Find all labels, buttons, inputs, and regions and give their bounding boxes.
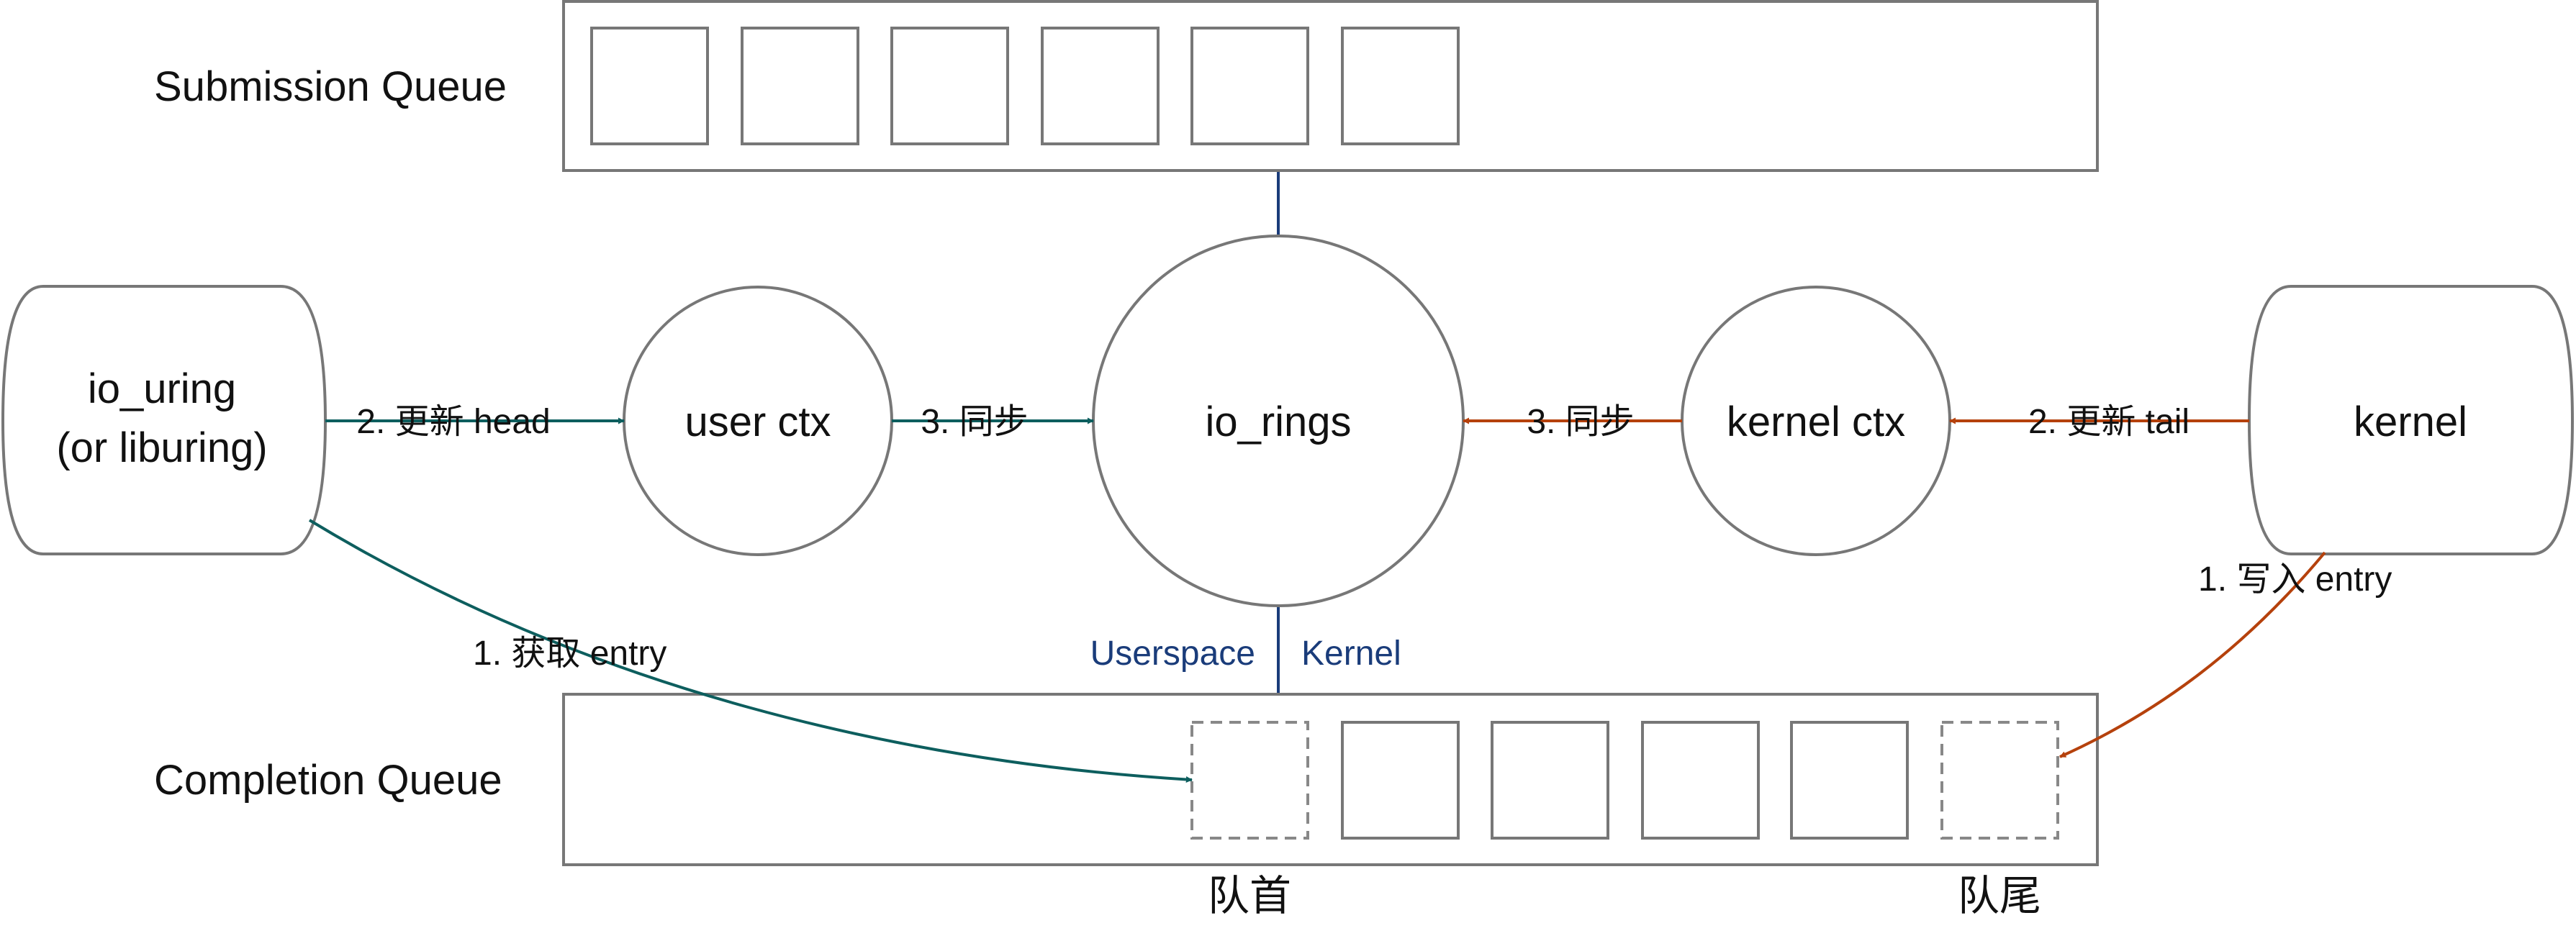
- edge-label-update-head: 2. 更新 head: [356, 403, 551, 441]
- completion-slot: [1790, 721, 1909, 840]
- io-uring-label-line2: (or liburing): [56, 424, 267, 471]
- kernel-side-label: Kernel: [1301, 635, 1401, 673]
- submission-queue-label: Submission Queue: [154, 63, 507, 110]
- completion-queue-label: Completion Queue: [154, 757, 502, 804]
- userspace-label: Userspace: [1090, 635, 1255, 673]
- edge-label-update-tail: 2. 更新 tail: [2028, 403, 2189, 441]
- completion-slot-tail: [1940, 721, 2059, 840]
- completion-slot: [1341, 721, 1460, 840]
- kernel-node: [2247, 285, 2575, 555]
- io-uring-node: [1, 285, 327, 555]
- arrow-write-entry: [2059, 551, 2326, 758]
- edge-label-kernel-sync: 3. 同步: [1527, 403, 1634, 441]
- submission-slot: [1190, 27, 1309, 145]
- submission-slot: [741, 27, 859, 145]
- submission-slot: [1341, 27, 1460, 145]
- io-rings-label: io_rings: [1205, 399, 1351, 445]
- completion-slot: [1491, 721, 1609, 840]
- queue-head-label: 队首: [1208, 873, 1291, 919]
- kernel-ctx-label: kernel ctx: [1727, 399, 1905, 445]
- queue-tail-label: 队尾: [1958, 873, 2041, 919]
- submission-slot: [590, 27, 709, 145]
- arrow-fetch-entry: [308, 519, 1193, 783]
- io-uring-label-line1: io_uring: [88, 365, 236, 412]
- edge-label-fetch-entry: 1. 获取 entry: [473, 635, 666, 673]
- kernel-label: kernel: [2354, 399, 2467, 445]
- submission-slot: [890, 27, 1009, 145]
- user-ctx-label: user ctx: [684, 399, 831, 445]
- edge-label-user-sync: 3. 同步: [921, 403, 1028, 441]
- submission-slot: [1041, 27, 1160, 145]
- completion-slot-head: [1190, 721, 1309, 840]
- edge-label-write-entry: 1. 写入 entry: [2198, 560, 2392, 599]
- completion-slot: [1641, 721, 1760, 840]
